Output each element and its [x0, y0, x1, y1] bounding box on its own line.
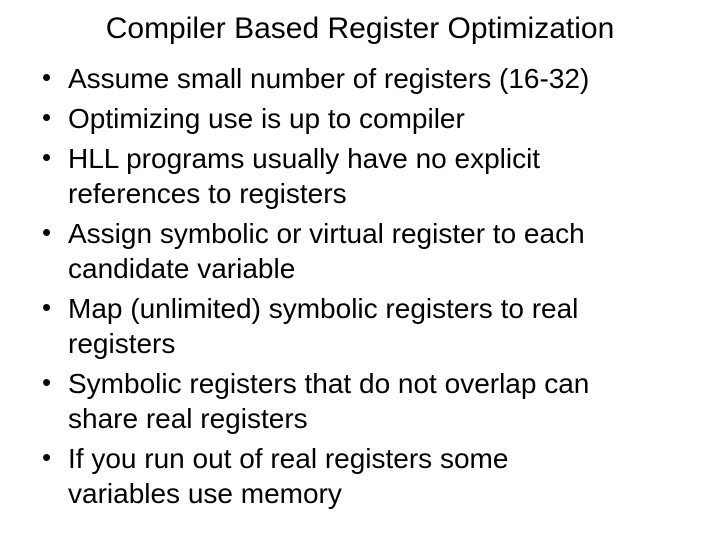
- bullet-text-line: Map (unlimited) symbolic registers to re…: [68, 293, 579, 324]
- bullet-text-line: candidate variable: [68, 253, 296, 284]
- bullet-list: • Assume small number of registers (16-3…: [0, 61, 720, 511]
- bullet-marker: •: [42, 292, 52, 322]
- bullet-marker: •: [42, 442, 52, 472]
- bullet-marker: •: [42, 102, 52, 132]
- bullet-marker: •: [42, 62, 52, 92]
- bullet-text-line: references to registers: [68, 178, 347, 209]
- bullet-item: • Assume small number of registers (16-3…: [42, 61, 692, 96]
- bullet-text-line: registers: [68, 328, 176, 359]
- bullet-text-line: variables use memory: [68, 478, 342, 509]
- bullet-marker: •: [42, 142, 52, 172]
- bullet-text-line: Optimizing use is up to compiler: [68, 103, 465, 134]
- bullet-text-line: share real registers: [68, 403, 308, 434]
- bullet-item: • Optimizing use is up to compiler: [42, 101, 692, 136]
- bullet-item: • Symbolic registers that do not overlap…: [42, 366, 692, 436]
- bullet-marker: •: [42, 217, 52, 247]
- bullet-item: • HLL programs usually have no explicit …: [42, 141, 692, 211]
- bullet-text-line: Symbolic registers that do not overlap c…: [68, 368, 590, 399]
- bullet-text-line: HLL programs usually have no explicit: [68, 143, 541, 174]
- bullet-item: • If you run out of real registers some …: [42, 441, 692, 511]
- slide-title: Compiler Based Register Optimization: [105, 12, 615, 45]
- bullet-item: • Map (unlimited) symbolic registers to …: [42, 291, 692, 361]
- bullet-item: • Assign symbolic or virtual register to…: [42, 216, 692, 286]
- bullet-marker: •: [42, 367, 52, 397]
- bullet-text-line: Assign symbolic or virtual register to e…: [68, 218, 585, 249]
- bullet-text-line: If you run out of real registers some: [68, 443, 509, 474]
- bullet-text-line: Assume small number of registers (16-32): [68, 63, 590, 94]
